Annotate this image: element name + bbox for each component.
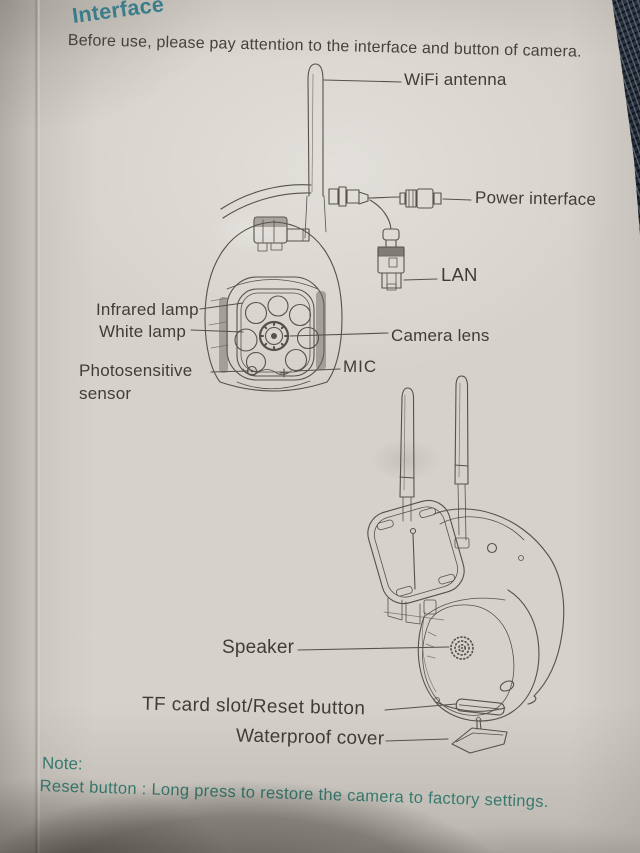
white-lamp-circle	[234, 328, 258, 352]
label-mic: MIC	[343, 357, 378, 376]
camera-ball-drawing	[417, 589, 540, 722]
speaker-drawing	[450, 636, 474, 660]
page-fold-crease	[34, 0, 40, 853]
photosensitive-leader	[210, 370, 250, 373]
camera-dome-drawing	[204, 221, 343, 392]
label-waterproof-cover: Waterproof cover	[235, 725, 385, 750]
label-tf-card-slot-reset-button: TF card slot/Reset button	[141, 693, 366, 720]
label-wifi-antenna: WiFi antenna	[404, 70, 507, 89]
note-label: Note:	[41, 753, 83, 774]
note-text: Reset button : Long press to restore the…	[39, 777, 549, 811]
wifi-antenna-drawing	[304, 63, 327, 239]
lan-leader	[403, 278, 438, 281]
label-photosensitive-line1: Photosensitive	[79, 361, 193, 380]
label-photosensitive-sensor: Photosensitive sensor	[79, 359, 192, 405]
waterproof-cover-drawing	[451, 716, 508, 754]
camera-face-drawing	[234, 288, 320, 378]
tf-leader	[384, 703, 457, 711]
antenna-pair-drawing	[399, 375, 470, 549]
page-title: Interface	[70, 0, 166, 29]
mount-plate-drawing	[367, 499, 465, 625]
infrared-leader	[199, 302, 244, 310]
photosensitive-sensor-drawing	[246, 365, 258, 377]
mount-bracket-drawing	[220, 184, 312, 252]
label-infrared-lamp: Infrared lamp	[96, 300, 199, 319]
lens-leader	[289, 332, 389, 337]
lan-plug-drawing	[369, 199, 405, 291]
wifi-leader	[323, 79, 402, 83]
power-leader	[442, 198, 472, 201]
infrared-lamp-circle	[244, 301, 268, 325]
mic-hole-drawing	[279, 368, 289, 378]
label-white-lamp: White lamp	[99, 322, 187, 341]
label-photosensitive-line2: sensor	[79, 384, 132, 403]
label-lan: LAN	[441, 264, 478, 285]
waterproof-leader	[385, 738, 449, 742]
label-power-interface: Power interface	[474, 187, 597, 210]
white-lamp-leader	[190, 329, 244, 333]
label-speaker: Speaker	[222, 637, 295, 658]
camera-lens-drawing	[258, 320, 290, 352]
camera-rear-view-drawing	[367, 375, 565, 754]
tf-slot-flap-drawing	[455, 698, 505, 716]
camera-housing-drawing	[433, 508, 565, 705]
speaker-leader	[297, 646, 450, 651]
label-camera-lens: Camera lens	[391, 326, 490, 345]
power-cable-drawing	[328, 186, 442, 209]
mic-leader	[294, 368, 341, 372]
intro-text: Before use, please pay attention to the …	[67, 32, 582, 61]
